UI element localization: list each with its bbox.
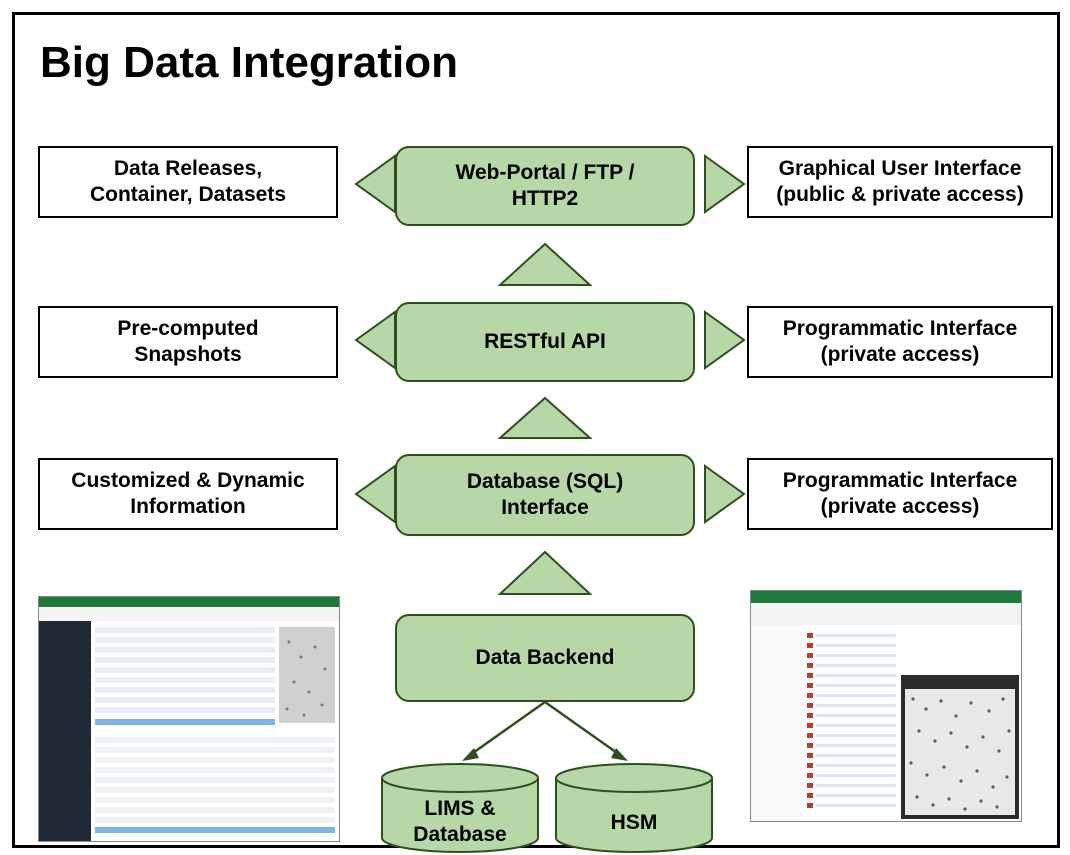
edge-backend-hsm-head: [611, 748, 628, 761]
node-programmatic-interface-1-label: Programmatic Interface (private access): [782, 316, 1018, 366]
node-precomputed-snapshots-label: Pre-computed Snapshots: [117, 316, 259, 366]
cylinder-hsm: [555, 763, 713, 853]
edge-backend-lims-head: [462, 748, 479, 761]
explorer-screenshot-image: [751, 591, 1021, 821]
node-data-releases-label: Data Releases, Container, Datasets: [89, 156, 287, 206]
arrow-up-1: [497, 242, 593, 286]
node-customized-info-label: Customized & Dynamic Information: [71, 468, 305, 518]
node-programmatic-interface-2: Programmatic Interface (private access): [747, 458, 1053, 530]
software-screenshot-image: [39, 597, 339, 841]
arrow-left-2: [354, 310, 396, 370]
arrow-up-3: [497, 550, 593, 595]
node-data-backend-label: Data Backend: [475, 645, 615, 669]
node-web-portal-label: Web-Portal / FTP / HTTP2: [455, 160, 635, 210]
arrow-up-2: [497, 396, 593, 439]
arrow-right-3: [704, 464, 746, 524]
node-data-backend: Data Backend: [395, 614, 695, 702]
node-database-sql: Database (SQL) Interface: [395, 454, 695, 536]
edge-backend-lims: [469, 700, 546, 757]
storage-lims-label: LIMS & Database: [413, 797, 507, 847]
node-customized-info: Customized & Dynamic Information: [38, 458, 338, 530]
node-programmatic-interface-1: Programmatic Interface (private access): [747, 306, 1053, 378]
arrow-right-2: [704, 310, 746, 370]
cylinder-lims: [381, 763, 539, 853]
node-precomputed-snapshots: Pre-computed Snapshots: [38, 306, 338, 378]
node-gui: Graphical User Interface (public & priva…: [747, 146, 1053, 218]
arrow-left-1: [354, 154, 396, 214]
node-database-sql-label: Database (SQL) Interface: [466, 469, 624, 519]
arrow-right-1: [704, 154, 746, 214]
node-web-portal: Web-Portal / FTP / HTTP2: [395, 146, 695, 226]
edge-backend-hsm: [544, 700, 621, 757]
explorer-screenshot-thumbnail: [750, 590, 1022, 822]
storage-hsm-label: HSM: [610, 811, 658, 834]
node-restful-api: RESTful API: [395, 302, 695, 382]
arrow-left-3: [354, 464, 396, 524]
software-screenshot-thumbnail: [38, 596, 340, 842]
node-gui-label: Graphical User Interface (public & priva…: [776, 156, 1024, 206]
node-data-releases: Data Releases, Container, Datasets: [38, 146, 338, 218]
node-programmatic-interface-2-label: Programmatic Interface (private access): [782, 468, 1018, 518]
node-restful-api-label: RESTful API: [484, 329, 606, 353]
diagram-title: Big Data Integration: [40, 38, 459, 87]
